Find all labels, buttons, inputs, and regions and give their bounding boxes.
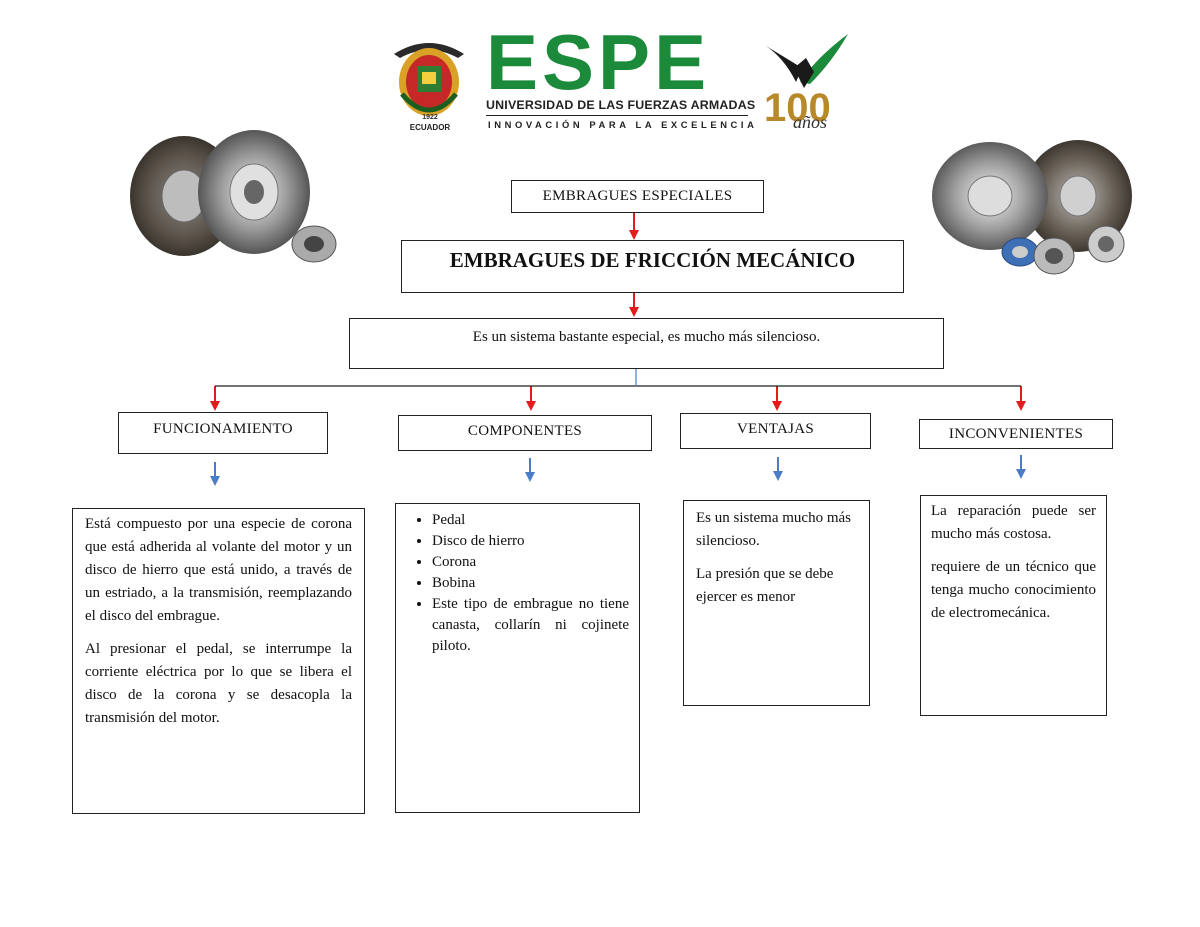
clutch-kit-right-image (932, 140, 1132, 275)
list-item: Este tipo de embrague no tiene canasta, … (432, 594, 629, 657)
funcionamiento-paragraph-2: Al presionar el pedal, se interrumpe la … (85, 641, 352, 726)
funcionamiento-content-box: Está compuesto por una especie de corona… (72, 508, 365, 814)
red-connector-arrows (210, 213, 1026, 411)
description-node-box: Es un sistema bastante especial, es much… (349, 318, 944, 369)
ventajas-paragraph-1: Es un sistema mucho más silencioso. (696, 510, 851, 549)
inconvenientes-content-box: La reparación puede ser mucho más costos… (920, 495, 1107, 716)
componentes-list: Pedal Disco de hierro Corona Bobina Este… (396, 510, 629, 657)
category-componentes-label: COMPONENTES (467, 423, 583, 439)
clutch-kit-left-image (130, 130, 337, 263)
seal-year: 1922 (422, 114, 438, 121)
inconvenientes-paragraph-2: requiere de un técnico que tenga mucho c… (931, 559, 1096, 621)
category-ventajas-box: VENTAJAS (680, 413, 871, 449)
blue-connector-arrows (210, 455, 1026, 486)
university-motto: INNOVACIÓN PARA LA EXCELENCIA (488, 119, 758, 130)
category-funcionamiento-label: FUNCIONAMIENTO (153, 421, 293, 437)
title-node-label: EMBRAGUES DE FRICCIÓN MECÁNICO (449, 248, 856, 272)
funcionamiento-paragraph-1: Está compuesto por una especie de corona… (85, 516, 352, 624)
description-node-text: Es un sistema bastante especial, es much… (472, 329, 821, 345)
university-seal-icon (394, 43, 464, 116)
inconvenientes-paragraph-1: La reparación puede ser mucho más costos… (931, 503, 1096, 542)
list-item: Pedal (432, 510, 629, 531)
list-item: Bobina (432, 573, 629, 594)
ventajas-content-box: Es un sistema mucho más silencioso. La p… (683, 500, 870, 706)
componentes-content-box: Pedal Disco de hierro Corona Bobina Este… (395, 503, 640, 813)
espe-wordmark: ESPE (486, 18, 711, 106)
category-inconvenientes-box: INCONVENIENTES (919, 419, 1113, 449)
list-item: Disco de hierro (432, 531, 629, 552)
root-node-label: EMBRAGUES ESPECIALES (542, 188, 733, 204)
anniversary-word: años (793, 112, 828, 132)
eagle-icon (766, 34, 848, 88)
category-componentes-box: COMPONENTES (398, 415, 652, 451)
category-inconvenientes-label: INCONVENIENTES (948, 426, 1084, 442)
university-header-logo: 1922 ECUADOR ESPE UNIVERSIDAD DE LAS FUE… (388, 22, 858, 140)
university-name: UNIVERSIDAD DE LAS FUERZAS ARMADAS (486, 98, 756, 112)
anniversary-number: 100 (764, 86, 831, 130)
category-funcionamiento-box: FUNCIONAMIENTO (118, 412, 328, 454)
seal-country: ECUADOR (409, 123, 451, 132)
list-item: Corona (432, 552, 629, 573)
category-ventajas-label: VENTAJAS (736, 421, 815, 437)
title-node-box: EMBRAGUES DE FRICCIÓN MECÁNICO (401, 240, 904, 293)
ventajas-paragraph-2: La presión que se debe ejercer es menor (696, 566, 834, 605)
root-node-box: EMBRAGUES ESPECIALES (511, 180, 764, 213)
